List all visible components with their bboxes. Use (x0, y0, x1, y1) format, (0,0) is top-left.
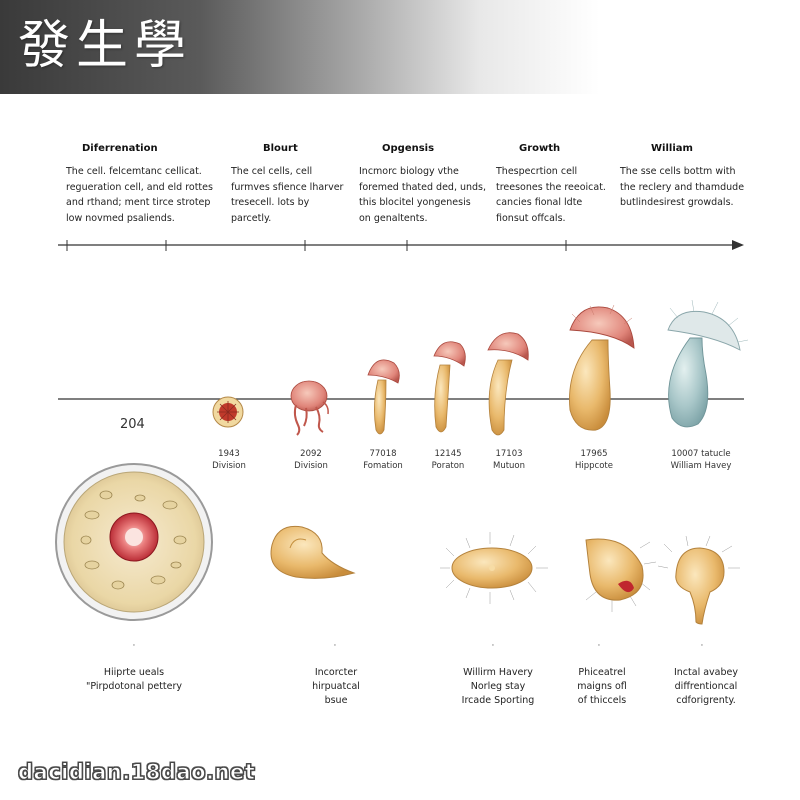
bottom-cell-1 (55, 463, 213, 621)
column-heading-3: Opgensis (382, 143, 435, 154)
stage-5-embryo (487, 332, 529, 436)
page-title: 發生學 (18, 16, 193, 76)
column-heading-2: Blourt (263, 143, 298, 154)
stage-caption-7: 10007 tatucle William Havey (670, 449, 732, 471)
column-text-3: Incmorc biology vthe foremed thated ded,… (359, 166, 487, 224)
bottom-cell-3 (440, 532, 548, 604)
upper-timeline-axis (58, 240, 744, 251)
bottom-cell-4 (585, 538, 657, 612)
stage-caption-1: 1943 Division (212, 449, 246, 471)
stage-caption-6: 17965 Hippcote (575, 449, 613, 471)
stage-4-embryo (433, 341, 466, 433)
stage-2-embryo (290, 380, 329, 436)
bottom-tick-1: ' (133, 643, 135, 651)
bottom-caption-4: Phiceatrel maigns ofl of thiccels (577, 667, 627, 706)
column-text-4: Thespecrtion cell treesones the reeoicat… (496, 166, 606, 224)
bottom-tick-2: ' (334, 643, 336, 651)
stage-caption-5: 17103 Mutuon (492, 449, 526, 471)
bottom-cell-5 (657, 535, 740, 625)
column-heading-5: William (651, 143, 693, 154)
watermark: dacidian.18dao.net (17, 760, 256, 785)
bottom-caption-1: Hiiprte ueals "Pirpdotonal pettery (85, 667, 183, 692)
stage-3-embryo (367, 359, 400, 435)
stage-caption-4: 12145 Poraton (431, 449, 465, 471)
column-text-1: The cell. felcemtanc cellicat. reguerati… (66, 166, 213, 224)
column-text-2: The cel cells, cell furmves sfience lhar… (231, 166, 344, 224)
bottom-caption-3: Willirm Havery Norleg stay Ircade Sporti… (461, 667, 535, 706)
bottom-tick-4: ' (598, 643, 600, 651)
bottom-caption-2: Incorcter hirpuatcal bsue (312, 667, 360, 706)
stage-6-embryo (569, 304, 635, 431)
year-label: 204 (120, 417, 145, 432)
stage-1-embryo (212, 396, 244, 428)
bottom-tick-5: ' (701, 643, 703, 651)
stage-caption-3: 77018 Fomation (363, 449, 403, 471)
column-text-5: The sse cells bottm with the reclery and… (620, 166, 745, 208)
column-heading-1: Diferrenation (82, 143, 158, 154)
bottom-caption-5: Inctal avabey diffrentioncal cdforigrent… (673, 667, 738, 706)
stage-7-embryo (667, 299, 749, 428)
bottom-tick-3: ' (492, 643, 494, 651)
column-heading-4: Growth (519, 143, 561, 154)
bottom-cell-2 (270, 525, 356, 579)
title-banner (0, 0, 800, 94)
stage-caption-2: 2092 Division (294, 449, 328, 471)
